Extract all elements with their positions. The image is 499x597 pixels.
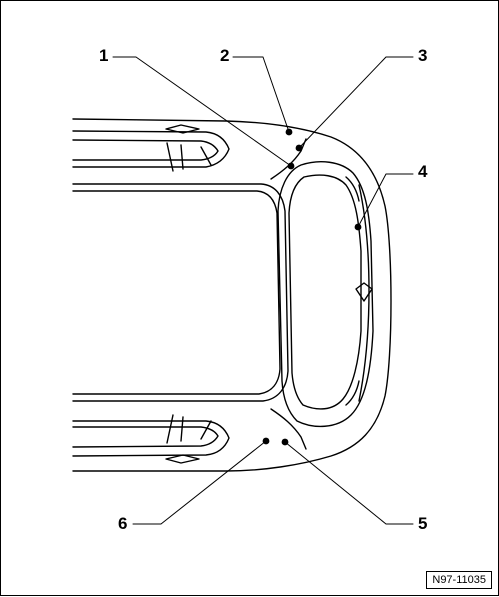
- tailgate-centerline: [358, 184, 370, 402]
- body-outline: [72, 118, 392, 472]
- roof-rail-lower-inner: [72, 426, 219, 448]
- roof-rail-upper-inner: [72, 139, 219, 161]
- pillar-lower: [270, 408, 307, 450]
- leader-line-1: [112, 56, 292, 167]
- roof-rail-lower-clip: [165, 454, 200, 464]
- rear-emblem: [355, 282, 373, 302]
- roof-panel-inner: [72, 190, 281, 395]
- callout-label-6: 6: [118, 514, 128, 533]
- marker-2: [285, 128, 293, 136]
- tailgate-frame: [277, 161, 374, 428]
- leader-line-2: [232, 56, 290, 133]
- figure-id-label: N97-11035: [426, 571, 492, 589]
- roof-rail-upper-end: [166, 142, 212, 172]
- bumper-corner-upper: [345, 176, 360, 202]
- roof-rail-lower-end: [166, 414, 212, 444]
- marker-4: [354, 223, 362, 231]
- roof-rail-upper-clip: [165, 124, 200, 134]
- pillar-upper: [270, 138, 307, 180]
- leader-line-6: [132, 440, 267, 525]
- marker-5: [281, 438, 289, 446]
- callout-label-4: 4: [418, 162, 428, 181]
- marker-1: [287, 162, 295, 170]
- callout-label-3: 3: [418, 46, 428, 65]
- callout-label-1: 1: [99, 46, 109, 65]
- roof-panel: [72, 183, 289, 402]
- roof-rail-upper: [72, 130, 230, 168]
- leader-line-3: [298, 56, 414, 149]
- marker-6: [262, 437, 270, 445]
- roof-rail-lower: [72, 420, 230, 457]
- leader-line-5: [284, 441, 414, 525]
- marker-3: [295, 144, 303, 152]
- leader-line-4: [357, 173, 414, 228]
- callout-label-2: 2: [220, 46, 230, 65]
- rear-window: [288, 174, 362, 410]
- bumper-corner-lower: [345, 380, 360, 406]
- callout-label-5: 5: [418, 514, 428, 533]
